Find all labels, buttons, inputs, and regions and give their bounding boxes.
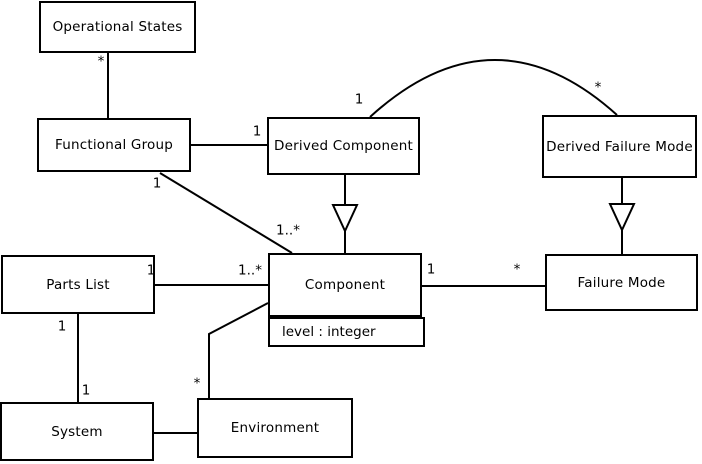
class-box-derived-failure-mode: Derived Failure Mode bbox=[542, 115, 697, 178]
edge-derived-component--derived-failure-mode bbox=[369, 59, 618, 118]
edge-component--environment bbox=[208, 302, 269, 398]
class-box-system: System bbox=[0, 402, 154, 461]
multiplicity-label: * bbox=[513, 261, 521, 278]
class-name-label: Derived Failure Mode bbox=[546, 138, 693, 155]
multiplicity-label: * bbox=[97, 53, 105, 70]
multiplicity-label: 1 bbox=[252, 123, 262, 140]
class-name-label: Component bbox=[304, 277, 386, 293]
class-box-failure-mode: Failure Mode bbox=[545, 254, 698, 311]
multiplicity-label: * bbox=[193, 375, 201, 392]
class-box-functional-group: Functional Group bbox=[37, 118, 191, 172]
multiplicity-label: 1..* bbox=[276, 222, 300, 239]
class-name-label: Derived Component bbox=[274, 138, 413, 154]
class-attribute-label: level : integer bbox=[282, 324, 376, 340]
multiplicity-label: 1 bbox=[57, 318, 67, 335]
class-box-component: Component bbox=[268, 253, 422, 317]
class-name-label: System bbox=[51, 423, 103, 440]
multiplicity-label: 1..* bbox=[238, 262, 262, 279]
edge-functional-group--component bbox=[159, 172, 293, 254]
inheritance-triangle-icon bbox=[331, 204, 359, 234]
class-box-environment: Environment bbox=[197, 398, 353, 458]
multiplicity-label: 1 bbox=[81, 382, 91, 399]
class-name-label: Failure Mode bbox=[577, 274, 666, 291]
multiplicity-label: * bbox=[594, 79, 602, 96]
class-attributes-box-component: level : integer bbox=[268, 317, 425, 347]
inheritance-triangle-icon bbox=[608, 203, 636, 233]
class-box-parts-list: Parts List bbox=[1, 255, 155, 314]
multiplicity-label: 1 bbox=[152, 175, 162, 192]
class-box-operational-states: Operational States bbox=[39, 1, 196, 53]
class-name-label: Operational States bbox=[52, 19, 183, 35]
multiplicity-label: 1 bbox=[426, 261, 436, 278]
class-name-label: Parts List bbox=[46, 276, 110, 293]
class-box-derived-component: Derived Component bbox=[267, 117, 420, 175]
multiplicity-label: 1 bbox=[354, 91, 364, 108]
class-name-label: Environment bbox=[230, 420, 320, 436]
multiplicity-label: 1 bbox=[146, 262, 156, 279]
class-name-label: Functional Group bbox=[54, 137, 174, 153]
